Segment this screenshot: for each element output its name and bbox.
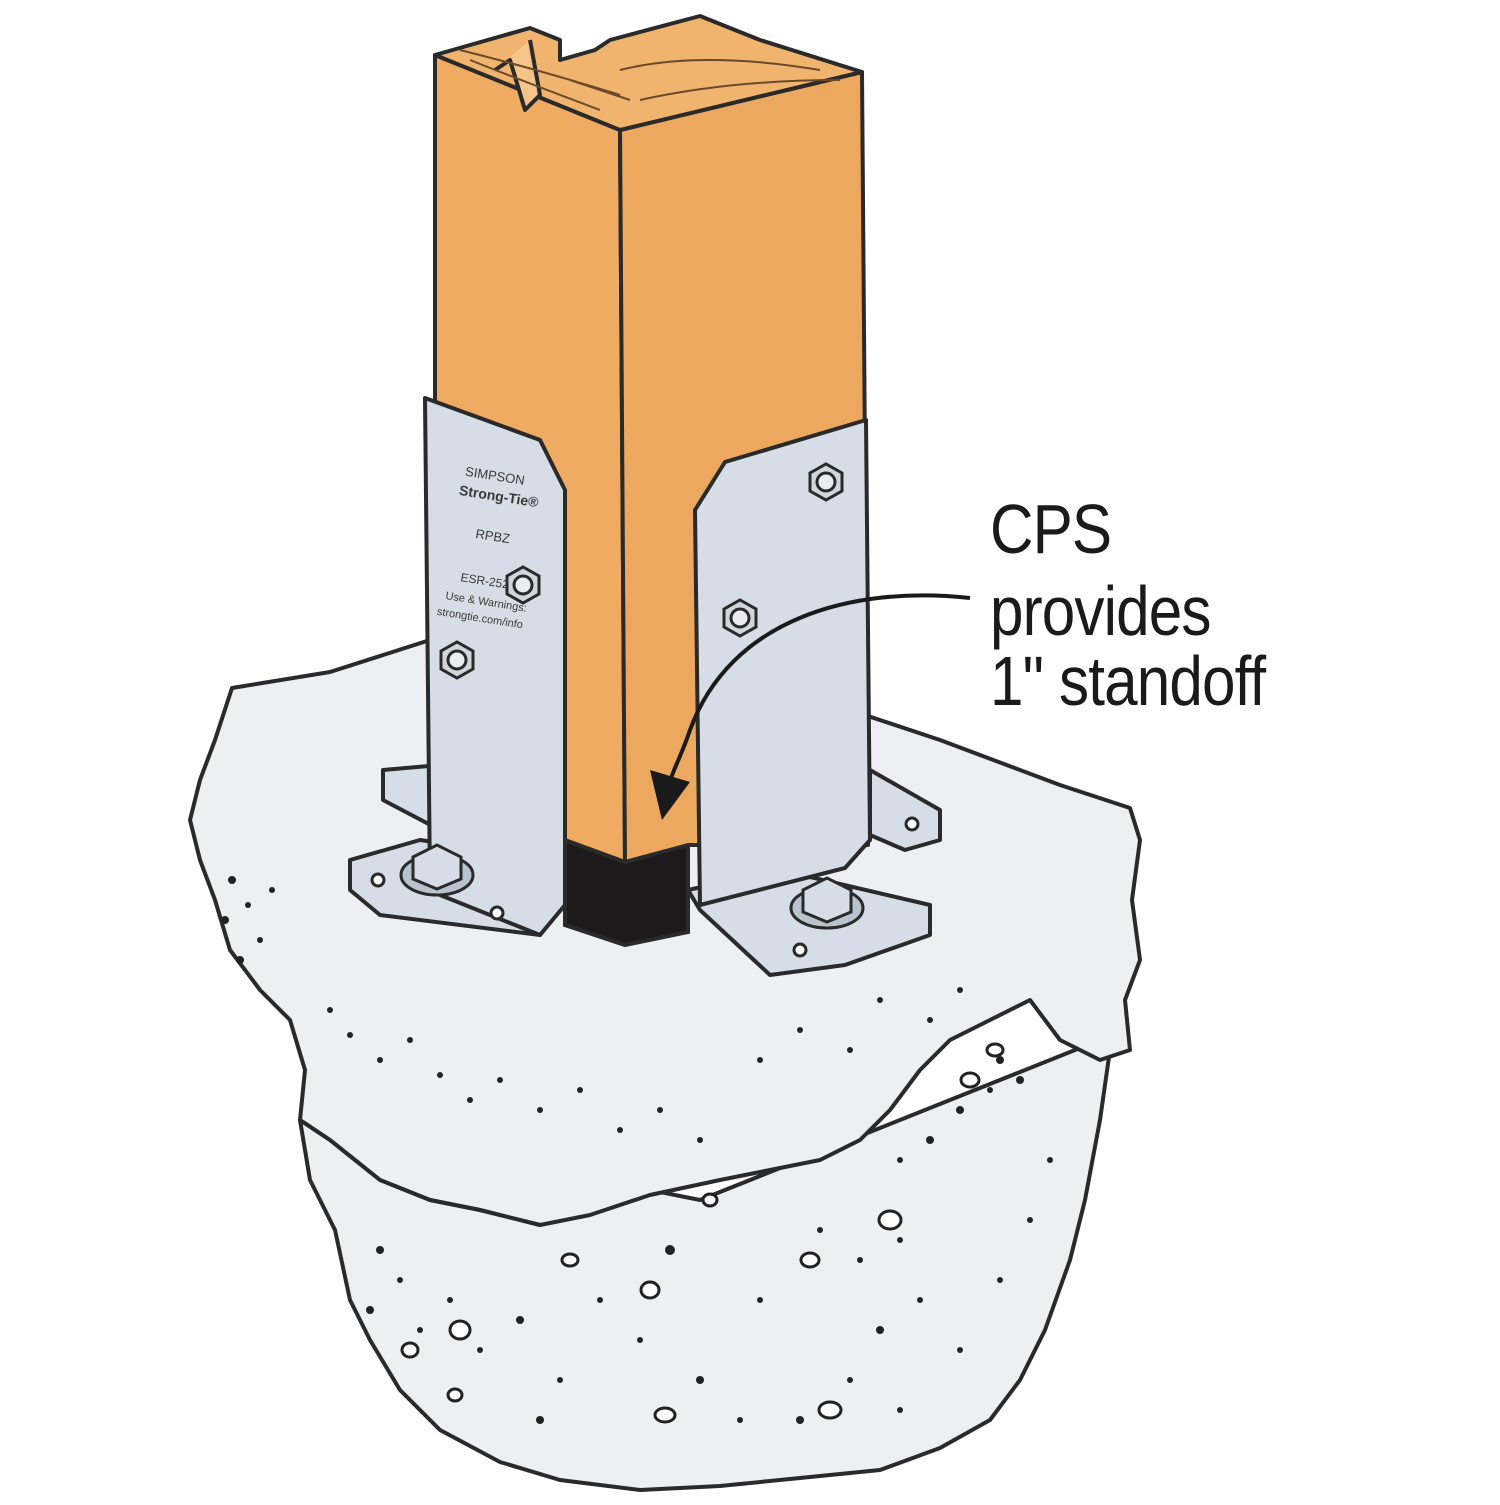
anchor-bolt-left [399, 843, 475, 897]
callout-line-1: CPS [990, 490, 1112, 568]
post-top-crack [493, 39, 542, 112]
post-top-face [433, 14, 864, 132]
right-bracket-plate [693, 418, 872, 907]
screw-1 [808, 462, 844, 502]
anchor-bolt-right [789, 876, 865, 930]
side-brackets [423, 396, 872, 937]
aggregate-pebbles [400, 1042, 1005, 1424]
aggregate-speckles [221, 876, 1053, 1424]
screw-2 [722, 598, 758, 638]
wood-grain [459, 49, 841, 111]
callout-arrowhead [650, 770, 690, 820]
plate-holes [370, 816, 920, 958]
screw-4 [439, 640, 475, 680]
footing-ledge-line [298, 1118, 541, 1227]
stamp-model: RPBZ [475, 526, 512, 546]
screw-3 [505, 565, 541, 605]
footing-lower-body [298, 1038, 1112, 1492]
callout-line-2: provides [990, 572, 1212, 650]
callout-line-3: 1" standoff [990, 642, 1266, 720]
fasteners [399, 462, 865, 930]
callout-leader [666, 593, 971, 791]
